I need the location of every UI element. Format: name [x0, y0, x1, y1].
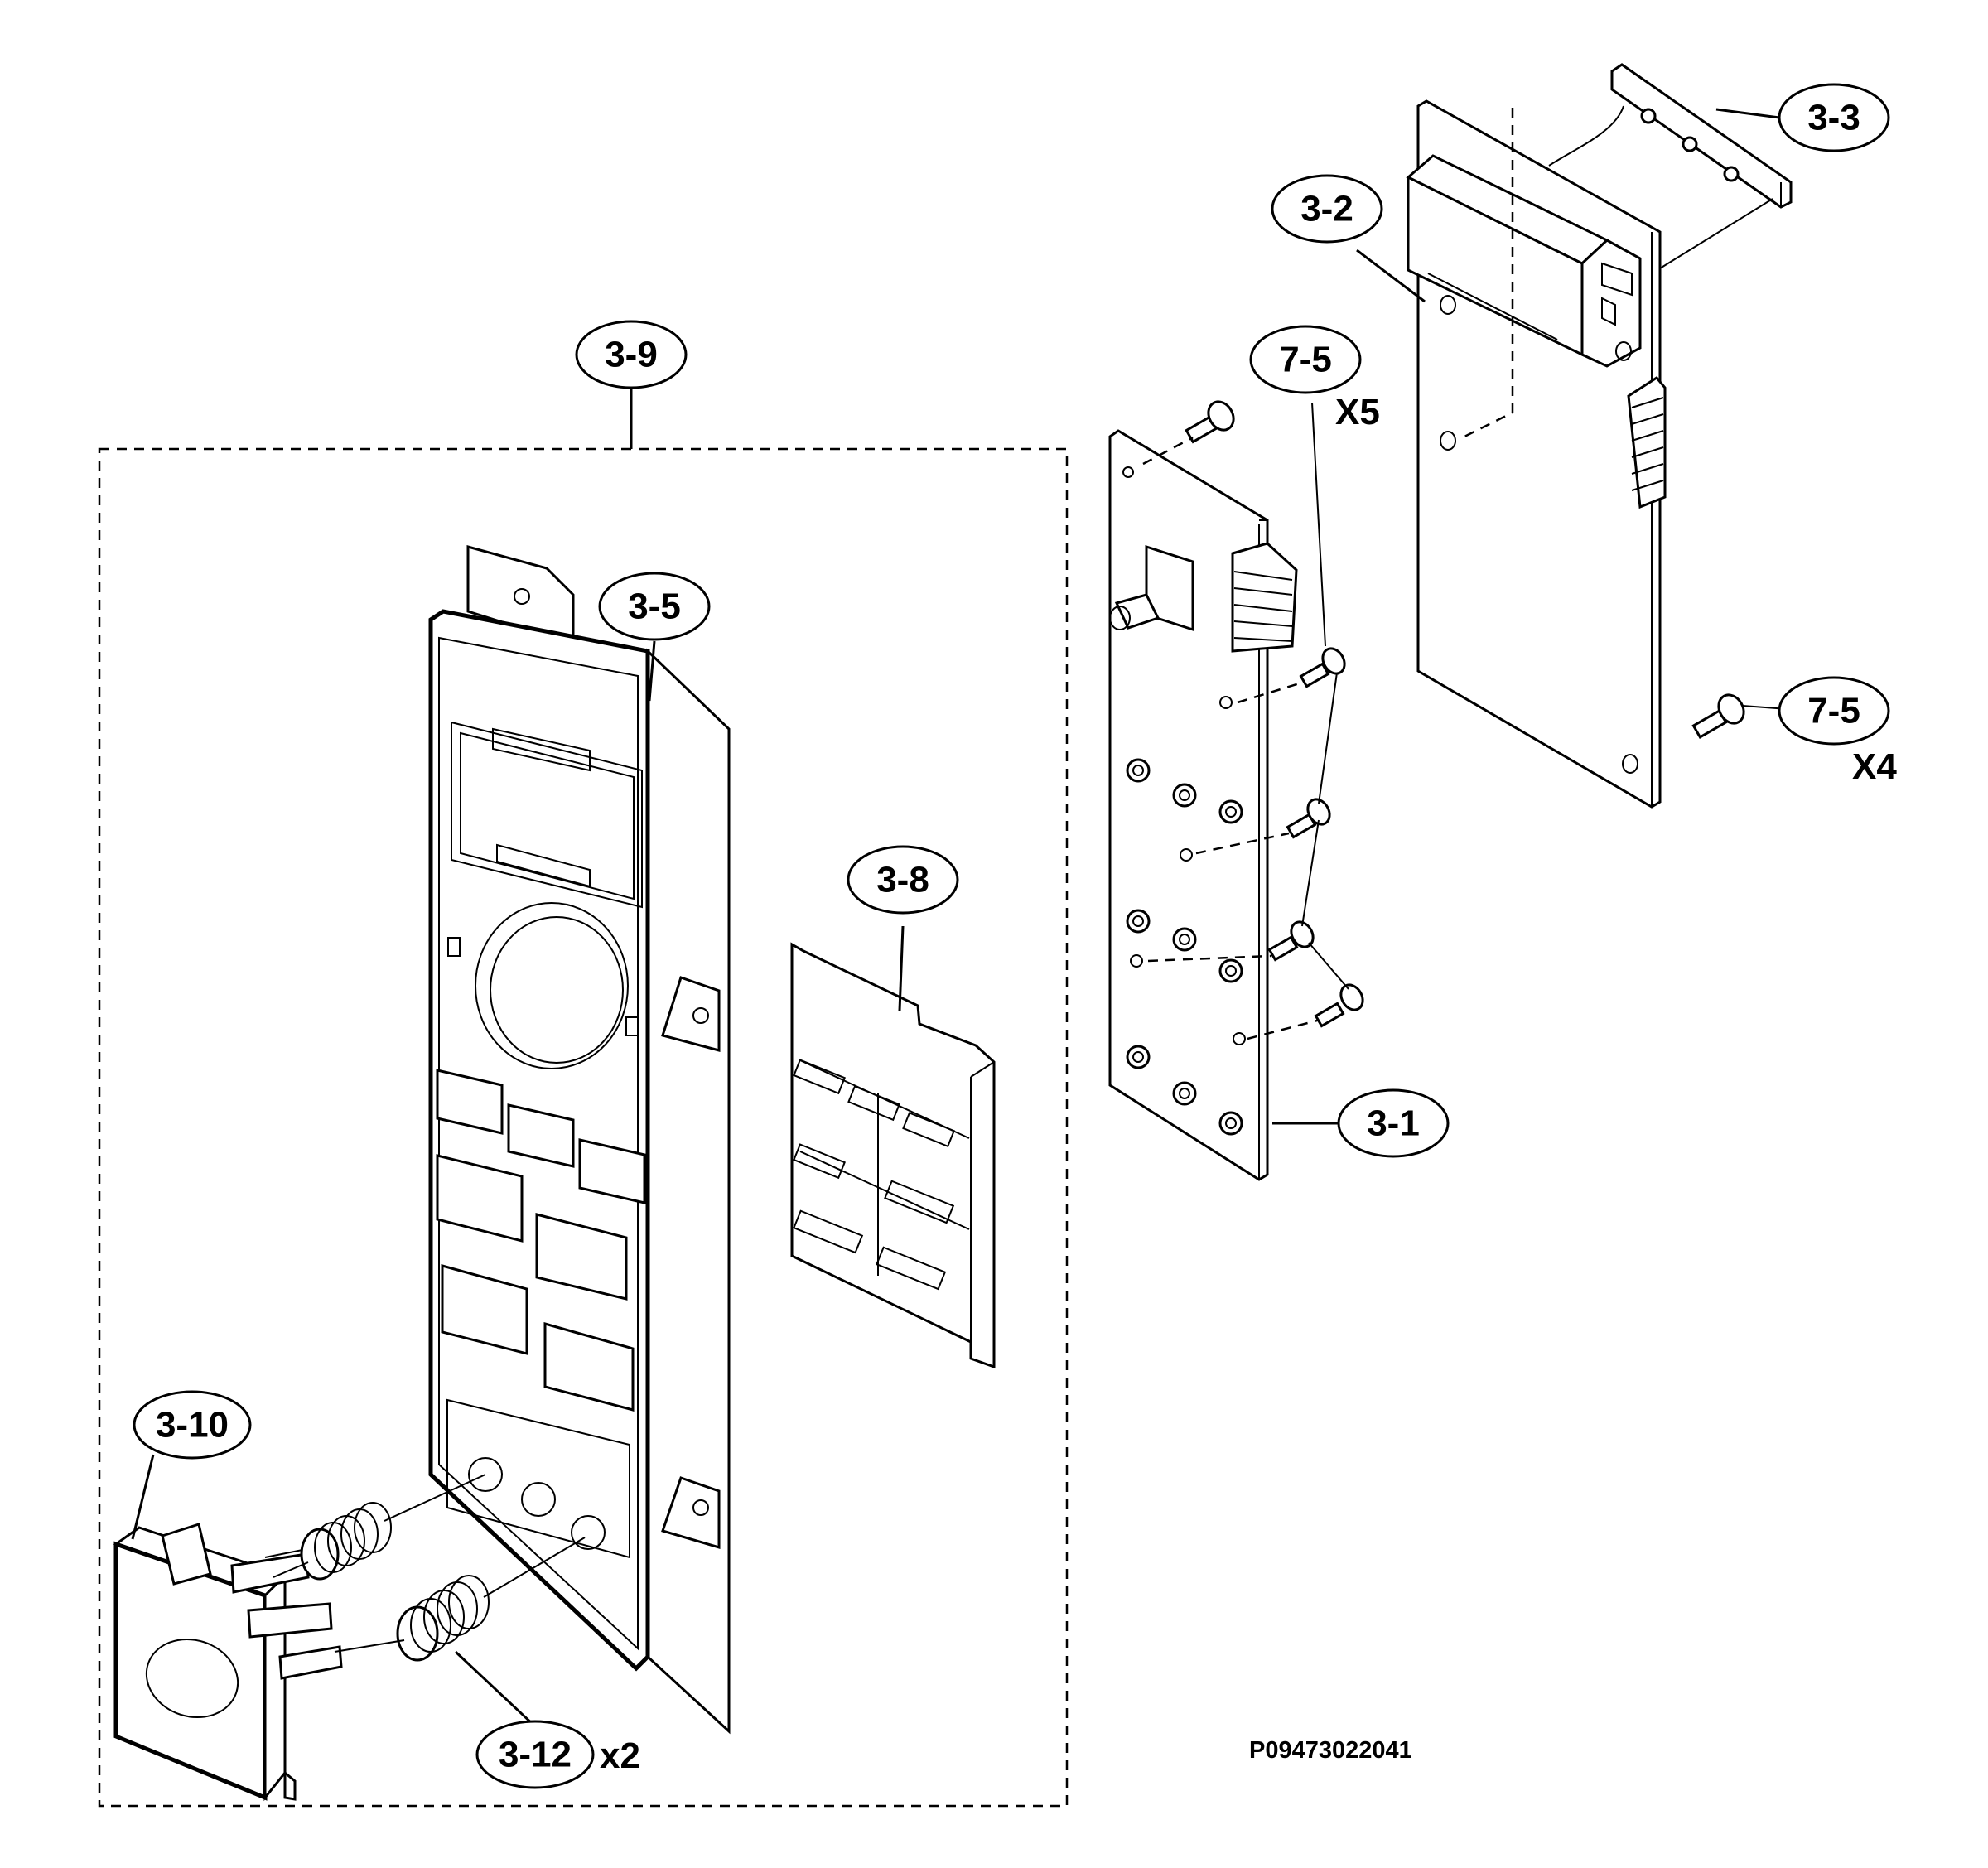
callout-label: 3-8	[876, 860, 929, 900]
part-3-8-switch-sheet	[790, 942, 996, 1369]
screw-right	[1691, 693, 1788, 739]
leader-lines	[131, 249, 1426, 1728]
callout-3-2: 3-2	[1271, 174, 1383, 244]
callout-label: 3-2	[1300, 189, 1353, 229]
tact-switches	[1126, 758, 1243, 1136]
callout-3-8: 3-8	[847, 845, 959, 915]
callout-3-9: 3-9	[575, 320, 688, 389]
part-3-5-front-panel	[428, 545, 731, 1735]
callout-label: 3-3	[1807, 98, 1860, 138]
callout-3-10: 3-10	[133, 1390, 252, 1460]
quantity-x4: X4	[1852, 746, 1897, 787]
callout-3-5: 3-5	[598, 572, 711, 641]
callout-label: 7-5	[1279, 340, 1332, 380]
callout-label: 3-1	[1367, 1103, 1420, 1144]
part-3-2-main-pcb	[1406, 99, 1788, 809]
screw-top	[1142, 400, 1235, 466]
callout-3-3: 3-3	[1715, 83, 1890, 152]
callout-label: 3-10	[156, 1405, 229, 1446]
part-3-3-led-board	[1548, 63, 1793, 269]
part-3-1-key-pcb	[1108, 400, 1298, 1181]
callout-label: 3-5	[628, 586, 681, 627]
callout-label: 3-9	[605, 335, 658, 375]
callout-7-5-right: 7-5 X4	[1778, 676, 1897, 787]
spring-2	[396, 1575, 490, 1662]
drawing-code: P09473022041	[1249, 1737, 1412, 1764]
pcb-3-1-screws	[1147, 402, 1364, 1040]
callout-3-12: 3-12 x2	[475, 1720, 640, 1789]
callout-3-1: 3-1	[1337, 1088, 1450, 1158]
assembly-3-9-boundary	[98, 389, 1069, 1808]
part-3-10-door-button	[113, 1523, 343, 1802]
quantity-x5: X5	[1335, 392, 1380, 432]
spring-1	[300, 1502, 392, 1581]
callout-label: 7-5	[1807, 691, 1860, 731]
part-3-12-springs	[273, 1474, 586, 1662]
callout-label: 3-12	[499, 1735, 572, 1775]
callout-7-5-top: 7-5 X5	[1249, 325, 1380, 432]
quantity-x2: x2	[600, 1735, 640, 1776]
